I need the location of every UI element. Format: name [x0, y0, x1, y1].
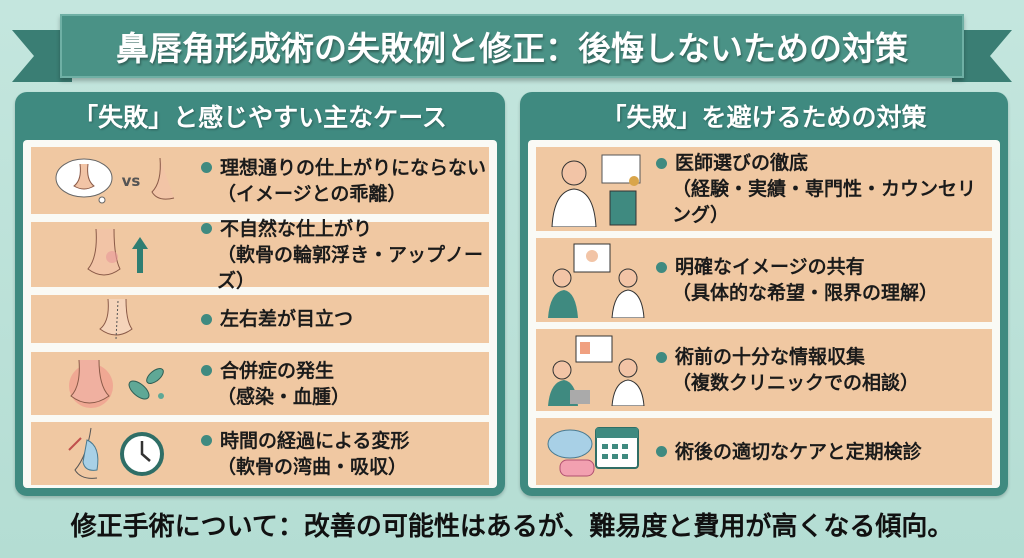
item-detail: （具体的な希望・限界の理解） [672, 282, 939, 304]
item-detail: （軟骨の輪郭浮き・アップノーズ） [217, 243, 484, 292]
item-detail: （複数クリニックでの相談） [672, 372, 920, 394]
item-title: 明確なイメージの共有 [675, 256, 865, 278]
list-item: 術前の十分な情報収集 （複数クリニックでの相談） [536, 329, 992, 411]
vs-label: vs [121, 171, 141, 190]
doctor-certificate-icon [551, 154, 641, 227]
thought-nose-icon [55, 158, 113, 203]
countermeasures-panel: 「失敗」を避けるための対策 医師選びの徹底 （経験・実績・専門性・カウンセリング）… [520, 92, 1008, 496]
item-title: 術後の適切なケアと定期検診 [675, 440, 922, 463]
footer-note: 修正手術について：改善の可能性はあるが、難易度と費用が高くなる傾向。 [70, 512, 954, 542]
item-title: 不自然な仕上がり [220, 217, 373, 240]
research-icon [548, 335, 645, 406]
panel-heading: 「失敗」と感じやすい主なケース [73, 103, 447, 132]
list-item: 左右差が目立つ [31, 295, 489, 343]
bullet-icon [201, 313, 212, 325]
failure-cases-panel: 「失敗」と感じやすい主なケース vs 理想通りの仕上がりにならない （イメージとの… [15, 92, 505, 496]
item-detail: （経験・実績・専門性・カウンセリング） [672, 178, 977, 226]
nose-icon [151, 157, 175, 200]
list-item: 明確なイメージの共有 （具体的な希望・限界の理解） [536, 238, 992, 322]
item-detail: （軟骨の湾曲・吸収） [217, 455, 408, 478]
list-item: vs 理想通りの仕上がりにならない （イメージとの乖離） [31, 147, 489, 214]
list-item: 不自然な仕上がり （軟骨の輪郭浮き・アップノーズ） [31, 218, 489, 292]
bullet-icon [201, 162, 212, 173]
ice-pack-calendar-icon [547, 426, 639, 476]
page-title: 鼻唇角形成術の失敗例と修正：後悔しないための対策 [116, 29, 908, 68]
bullet-icon [656, 446, 667, 457]
clock-icon [120, 431, 164, 476]
title-banner: 鼻唇角形成術の失敗例と修正：後悔しないための対策 [60, 14, 964, 78]
item-title: 時間の経過による変形 [220, 429, 410, 452]
item-detail: （イメージとの乖離） [217, 182, 407, 205]
bullet-icon [201, 223, 212, 234]
item-title: 合併症の発生 [220, 359, 335, 382]
bacteria-icon [128, 367, 164, 399]
item-title: 左右差が目立つ [220, 308, 354, 330]
item-detail: （感染・血腫） [217, 385, 351, 408]
bullet-icon [201, 365, 212, 376]
item-title: 術前の十分な情報収集 [675, 346, 866, 368]
consultation-icon [548, 243, 645, 318]
asymmetric-nose-icon [99, 298, 133, 340]
item-title: 理想通りの仕上がりにならない [220, 156, 487, 179]
item-title: 医師選びの徹底 [675, 152, 809, 174]
list-item: 医師選びの徹底 （経験・実績・専門性・カウンセリング） [536, 147, 992, 231]
bullet-icon [656, 261, 667, 273]
bullet-icon [656, 351, 667, 363]
bullet-icon [201, 435, 212, 446]
arrow-up-icon [132, 236, 148, 273]
bullet-icon [656, 157, 667, 169]
nose-icon [87, 228, 121, 275]
inflamed-nose-icon [69, 359, 113, 408]
cartilage-nose-icon [68, 427, 99, 479]
list-item: 合併症の発生 （感染・血腫） [31, 352, 489, 415]
panel-heading: 「失敗」を避けるための対策 [601, 103, 927, 132]
list-item: 時間の経過による変形 （軟骨の湾曲・吸収） [31, 422, 489, 485]
list-item: 術後の適切なケアと定期検診 [536, 418, 992, 485]
